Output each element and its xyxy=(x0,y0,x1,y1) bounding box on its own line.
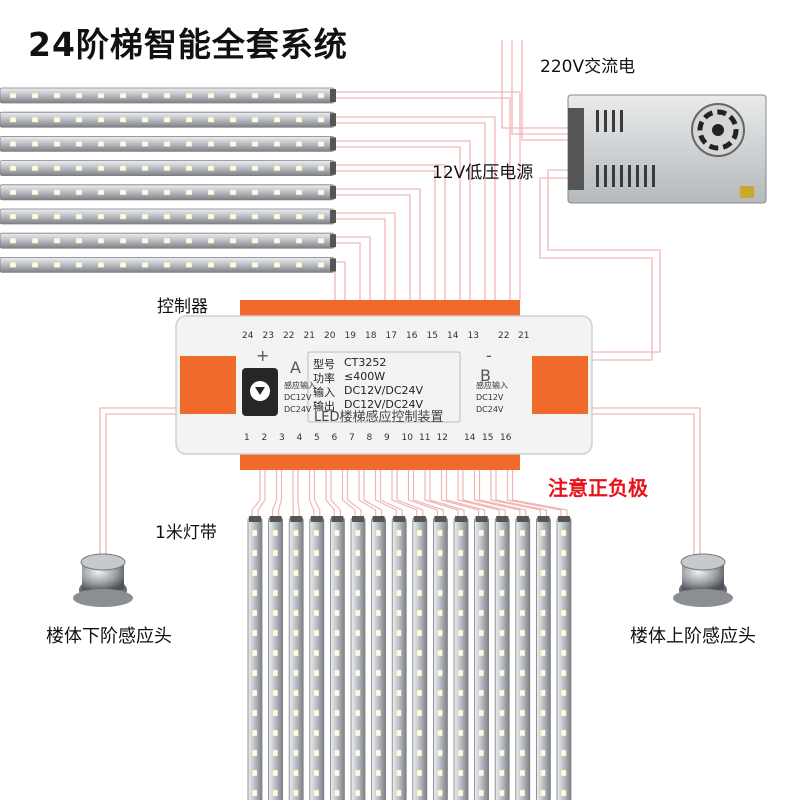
power-supply-label: 12V低压电源 xyxy=(432,163,534,183)
top-strip-wires xyxy=(334,91,521,300)
led-strip-horizontal xyxy=(0,208,336,225)
input-label: 输入 xyxy=(313,386,335,399)
controller-label: 控制器 xyxy=(157,297,208,317)
terminal-label: 1 xyxy=(244,433,250,443)
led-strip-vertical xyxy=(556,516,572,800)
sensor-input-a-label: 感应输入 xyxy=(284,381,316,390)
port-b-label: B xyxy=(480,366,491,385)
sensor-top-label: 楼体上阶感应头 xyxy=(630,626,756,647)
led-strip-vertical xyxy=(391,516,407,800)
terminal-label: 3 xyxy=(279,433,285,443)
led-strip-vertical xyxy=(288,516,304,800)
sensor-bottom xyxy=(73,553,133,607)
terminal-label: 16 xyxy=(500,433,512,443)
led-strip-vertical xyxy=(309,516,325,800)
output-value: DC12V/DC24V xyxy=(344,398,424,411)
led-strip-horizontal xyxy=(0,184,336,201)
page-title: 24阶梯智能全套系统 xyxy=(28,25,348,64)
port-a-label: A xyxy=(290,358,301,377)
led-strip-vertical xyxy=(453,516,469,800)
model-label: 型号 xyxy=(313,358,335,371)
terminal-label: 19 xyxy=(344,331,356,341)
led-strip-vertical xyxy=(268,516,283,800)
led-strip-vertical xyxy=(494,516,510,800)
top-led-strips xyxy=(0,87,336,273)
led-strip-vertical xyxy=(247,516,263,800)
power-value: ≤400W xyxy=(344,370,386,383)
terminal-label: 10 xyxy=(401,433,413,443)
terminal-label: 22 xyxy=(498,331,510,341)
terminal-label: 20 xyxy=(324,331,336,341)
led-strip-horizontal xyxy=(0,160,336,176)
terminal-label: 14 xyxy=(464,433,476,443)
terminal-label: 13 xyxy=(467,331,479,341)
model-value: CT3252 xyxy=(344,356,387,369)
sensor-bottom-label: 楼体下阶感应头 xyxy=(46,626,172,647)
voltage-b-label: DC12V DC24V xyxy=(476,393,504,414)
terminal-label: 16 xyxy=(406,331,418,341)
power-label: 功率 xyxy=(313,372,335,385)
input-value: DC12V/DC24V xyxy=(344,384,424,397)
terminal-label: 18 xyxy=(365,331,377,341)
sensor-top xyxy=(673,553,733,607)
output-label: 输出 xyxy=(313,400,335,413)
led-strip-horizontal xyxy=(0,87,336,104)
terminal-label: 22 xyxy=(283,331,295,341)
led-strip-vertical xyxy=(371,516,386,800)
strip-label: 1米灯带 xyxy=(155,523,217,543)
terminal-label: 14 xyxy=(447,331,459,341)
terminal-label: 12 xyxy=(436,433,448,443)
terminal-label: 23 xyxy=(262,331,274,341)
voltage-a-label: DC12V DC24V xyxy=(284,393,312,414)
terminal-label: 24 xyxy=(242,331,254,341)
terminal-label: 21 xyxy=(518,331,530,341)
led-strip-vertical xyxy=(515,516,531,800)
led-strip-horizontal xyxy=(0,136,336,152)
terminal-label: 7 xyxy=(349,433,355,443)
terminal-label: 6 xyxy=(331,433,338,443)
led-strip-horizontal xyxy=(0,232,336,249)
sensor-input-b-label: 感应输入 xyxy=(476,381,508,390)
led-strip-vertical xyxy=(433,516,448,800)
terminal-label: 17 xyxy=(385,331,397,341)
terminal-label: 4 xyxy=(296,433,303,443)
minus-sign-b: - xyxy=(486,346,492,365)
bottom-strip-wires xyxy=(251,470,568,518)
ac-wires xyxy=(501,40,570,141)
controller-unit xyxy=(175,300,593,470)
terminal-label: 8 xyxy=(366,433,373,443)
led-strip-horizontal xyxy=(0,257,336,273)
led-strip-vertical xyxy=(536,516,551,800)
terminal-label: 9 xyxy=(384,433,390,443)
bottom-led-strips xyxy=(247,516,572,800)
sensor-wires xyxy=(99,407,701,560)
terminal-label: 5 xyxy=(314,433,320,443)
ac-input-label: 220V交流电 xyxy=(540,57,636,77)
led-strip-horizontal xyxy=(0,111,336,128)
led-strip-vertical xyxy=(330,516,345,800)
product-name: LED楼梯感应控制装置 xyxy=(314,410,444,425)
terminal-label: 15 xyxy=(482,433,494,443)
power-supply-unit xyxy=(567,94,767,204)
terminal-label: 11 xyxy=(419,433,431,443)
led-strip-vertical xyxy=(350,516,366,800)
terminal-label: 2 xyxy=(261,433,268,443)
polarity-warning: 注意正负极 xyxy=(548,476,648,500)
led-strip-vertical xyxy=(474,516,489,800)
dc-wires xyxy=(539,169,661,361)
plus-sign-a: + xyxy=(256,346,270,365)
terminal-label: 15 xyxy=(426,331,438,341)
terminal-label: 21 xyxy=(303,331,315,341)
led-strip-vertical xyxy=(412,516,428,800)
